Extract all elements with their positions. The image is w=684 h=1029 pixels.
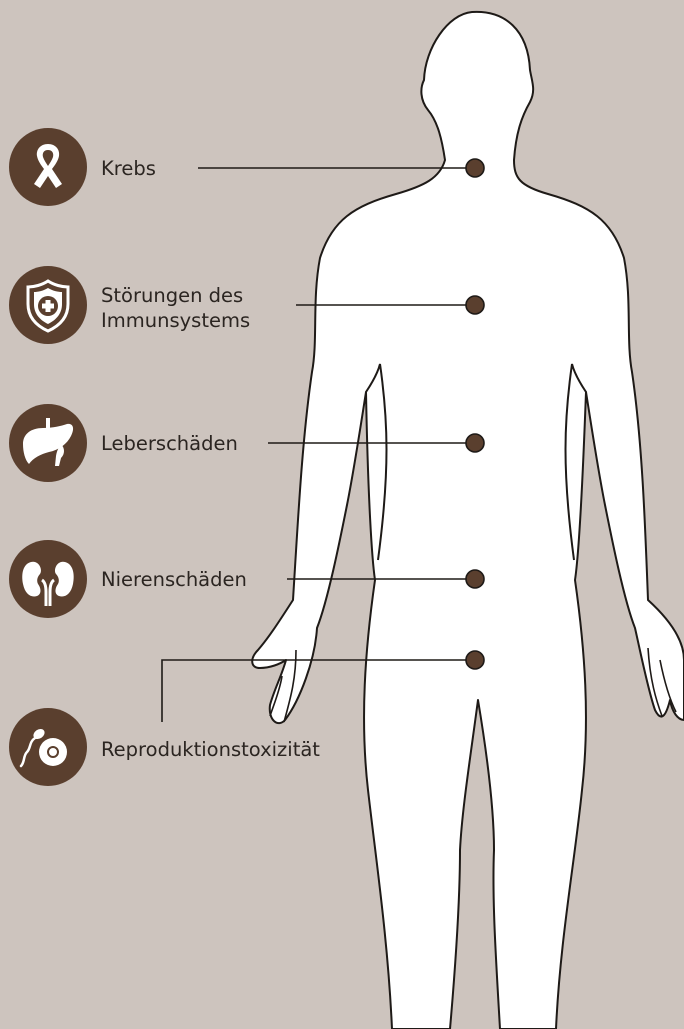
kidneys-icon [9,540,87,618]
marker-dot-pelvis [466,651,484,669]
effect-label-nieren: Nierenschäden [101,567,247,592]
shield-medical-cross-icon [9,266,87,344]
liver-icon [9,404,87,482]
marker-dot-neck [466,159,484,177]
cancer-ribbon-icon [9,128,87,206]
marker-dot-chest [466,296,484,314]
effect-label-krebs: Krebs [101,156,156,181]
effect-label-reproduktion: Reproduktionstoxizität [101,737,320,762]
effect-label-immunsystem-line2: Immunsystems [101,308,250,333]
effect-label-immunsystem-line1: Störungen des [101,283,243,308]
marker-dot-lower-abdomen [466,570,484,588]
effect-label-leber: Leberschäden [101,431,238,456]
marker-dot-abdomen [466,434,484,452]
sperm-egg-icon [9,708,87,786]
